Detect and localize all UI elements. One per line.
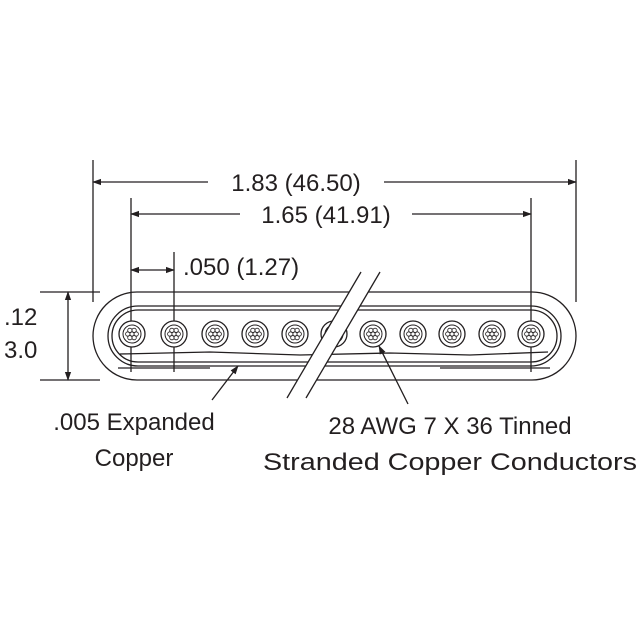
shield-callout: .005 Expanded Copper: [53, 409, 214, 472]
conductor: [281, 320, 309, 348]
conductor-span-label: 1.65 (41.91): [261, 202, 390, 229]
conductor-span-dimension: 1.65 (41.91): [130, 202, 532, 229]
thickness-in-label: .12: [4, 304, 37, 331]
break-symbol: [286, 271, 381, 399]
shield-callout-line1: .005 Expanded: [53, 409, 214, 436]
thickness-dimension: .12 3.0: [4, 291, 72, 381]
shield-callout-line2: Copper: [95, 445, 174, 472]
conductor: [359, 320, 387, 348]
conductor-callout-line1: 28 AWG 7 X 36 Tinned: [328, 413, 571, 440]
conductor: [517, 320, 545, 348]
conductor: [478, 320, 506, 348]
flat-cable-body: [92, 291, 577, 381]
pitch-label: .050 (1.27): [183, 254, 299, 281]
pitch-dimension: .050 (1.27): [130, 254, 299, 281]
conductor: [241, 320, 269, 348]
conductor: [201, 320, 229, 348]
conductor: [399, 320, 427, 348]
overall-width-label: 1.83 (46.50): [231, 170, 360, 197]
leader-lines: [211, 345, 409, 405]
conductor-callout-line2: Stranded Copper Conductors: [263, 449, 637, 476]
conductor: [160, 320, 188, 348]
conductor: [438, 320, 466, 348]
overall-width-dimension: 1.83 (46.50): [92, 170, 577, 197]
conductor: [118, 320, 146, 348]
conductor-callout: 28 AWG 7 X 36 Tinned Stranded Copper Con…: [263, 413, 637, 476]
thickness-mm-label: 3.0: [4, 337, 37, 364]
